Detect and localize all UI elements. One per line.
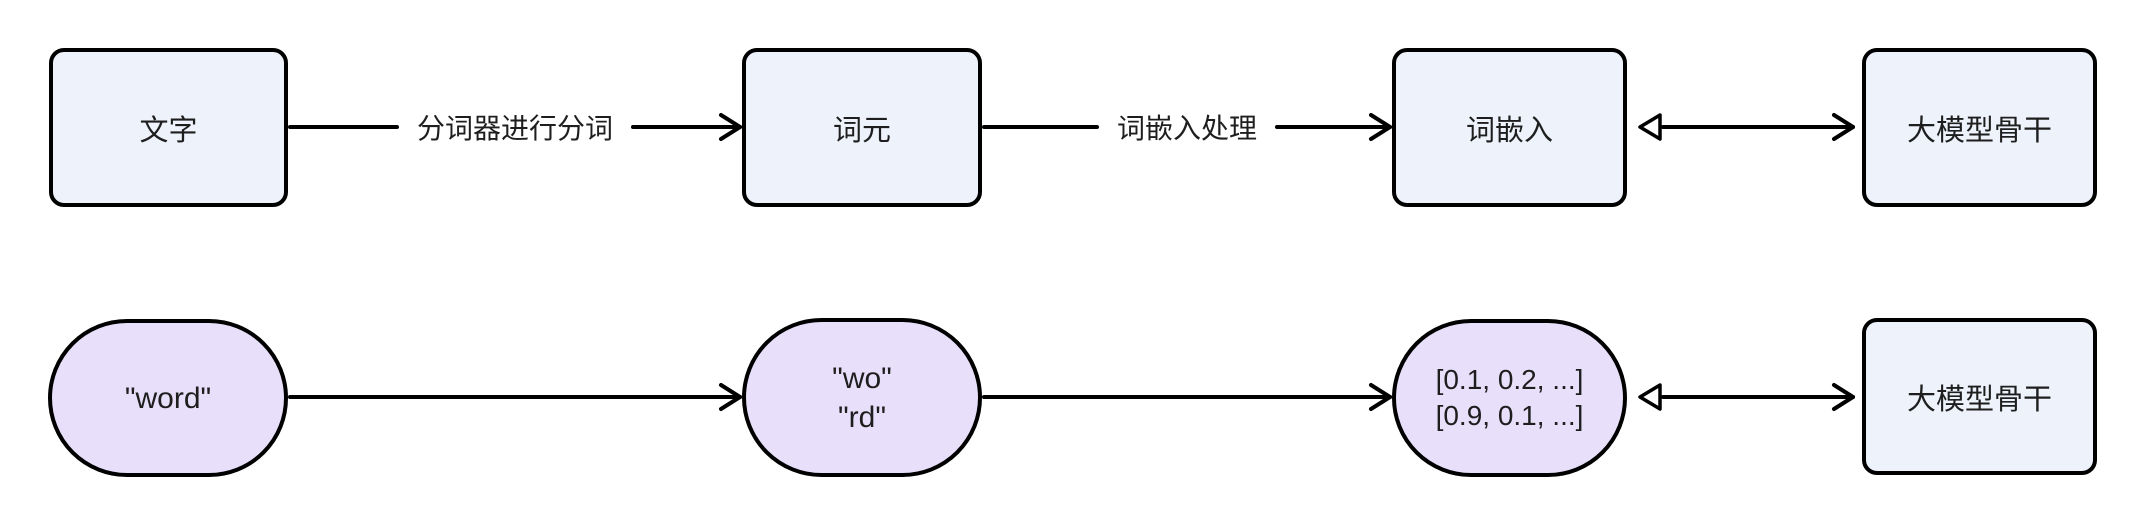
node-llm-backbone-top-label: 大模型骨干	[1906, 114, 2052, 147]
arrowhead-left-hollow-icon	[1638, 113, 1662, 141]
node-example-subwords: "wo" "rd"	[742, 318, 982, 477]
edge-embedding-process: 词嵌入处理	[982, 105, 1393, 149]
subword-line-2: "rd"	[838, 400, 886, 434]
edge-line-segment	[288, 395, 742, 399]
edge-line-segment	[982, 125, 1099, 129]
arrowhead-right-icon	[719, 383, 742, 411]
node-token-label: 词元	[832, 114, 891, 147]
edge-line-segment	[288, 125, 399, 129]
node-token: 词元	[742, 48, 982, 207]
node-example-vectors-label: [0.1, 0.2, ...] [0.9, 0.1, ...]	[1436, 362, 1584, 435]
edge-example-backbone-bidirectional	[1637, 375, 1855, 419]
edge-line-segment	[982, 395, 1392, 399]
edge-line-segment	[1275, 125, 1393, 129]
edge-embedding-process-label: 词嵌入处理	[1117, 113, 1258, 144]
edge-example-tokenize	[288, 375, 742, 419]
arrowhead-right-icon	[1369, 383, 1392, 411]
node-llm-backbone-top: 大模型骨干	[1862, 48, 2097, 207]
node-example-word: "word"	[48, 319, 288, 477]
arrowhead-right-icon	[1832, 383, 1855, 411]
node-text: 文字	[49, 48, 288, 207]
edge-tokenizer-label: 分词器进行分词	[417, 113, 614, 144]
edge-line-segment	[1661, 125, 1855, 129]
node-embedding: 词嵌入	[1392, 48, 1627, 207]
node-example-vectors: [0.1, 0.2, ...] [0.9, 0.1, ...]	[1392, 319, 1627, 477]
vector-line-2: [0.9, 0.1, ...]	[1435, 400, 1584, 431]
node-embedding-label: 词嵌入	[1465, 114, 1553, 147]
arrowhead-right-icon	[1832, 113, 1855, 141]
node-llm-backbone-bottom: 大模型骨干	[1862, 318, 2097, 475]
node-example-word-label: "word"	[124, 381, 212, 415]
edge-tokenizer: 分词器进行分词	[288, 105, 743, 149]
node-example-subwords-label: "wo" "rd"	[832, 359, 892, 437]
edge-example-embed	[982, 375, 1392, 419]
node-llm-backbone-bottom-label: 大模型骨干	[1906, 383, 2052, 416]
edge-embedding-backbone-bidirectional	[1637, 105, 1855, 149]
arrowhead-right-icon	[719, 113, 742, 141]
vector-line-1: [0.1, 0.2, ...]	[1435, 363, 1584, 395]
arrowhead-left-hollow-icon	[1638, 383, 1662, 411]
edge-line-segment	[1661, 395, 1855, 399]
arrowhead-right-icon	[1369, 113, 1392, 141]
subword-line-1: "wo"	[832, 361, 892, 395]
node-text-label: 文字	[139, 114, 198, 147]
edge-line-segment	[631, 125, 743, 129]
